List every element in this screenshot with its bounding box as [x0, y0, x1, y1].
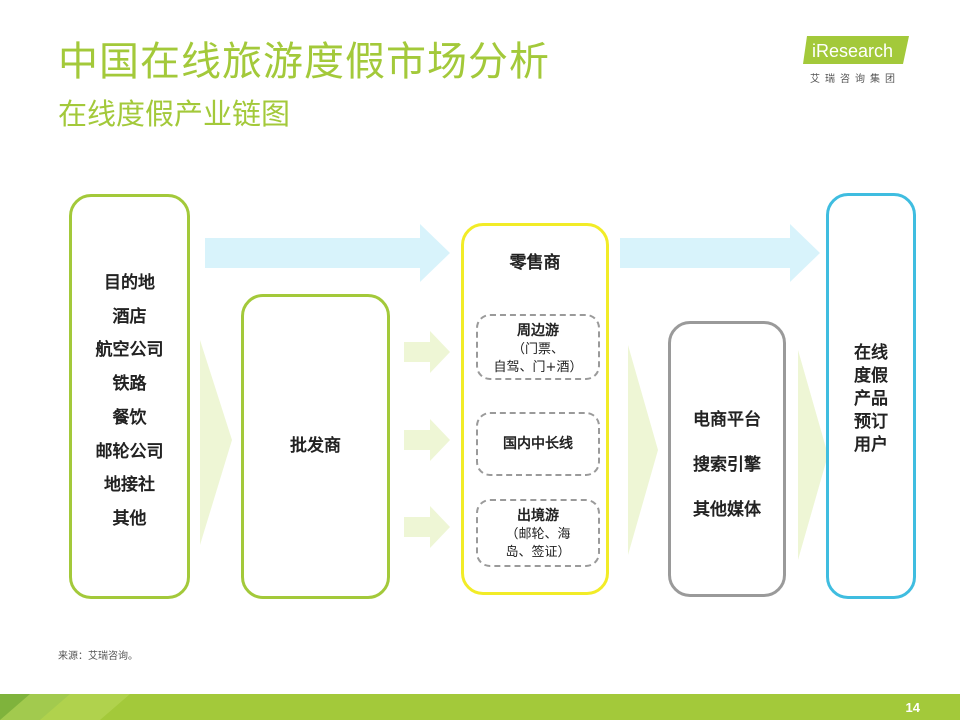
channel-item: 电商平台 — [693, 410, 761, 430]
retailer-item-note: 岛、签证） — [505, 545, 571, 560]
retailer-item-title: 周边游 — [517, 323, 559, 339]
retailer-title: 零售商 — [509, 253, 561, 273]
supplier-item: 餐饮 — [112, 407, 147, 428]
retailer-item-title: 出境游 — [517, 508, 559, 524]
channels-list: 电商平台 搜索引擎 其他媒体 — [671, 398, 783, 533]
chevron-1 — [200, 340, 232, 545]
retailer-item-note: （门票、 — [511, 342, 564, 357]
top-arrow-left — [205, 224, 450, 282]
suppliers-box: 目的地 酒店 航空公司 铁路 餐饮 邮轮公司 地接社 其他 — [69, 194, 190, 599]
suppliers-list: 目的地 酒店 航空公司 铁路 餐饮 邮轮公司 地接社 其他 — [72, 267, 187, 537]
footer-bar — [0, 694, 960, 720]
channel-item: 搜索引擎 — [693, 455, 761, 475]
channel-item: 其他媒体 — [693, 500, 761, 520]
supplier-item: 铁路 — [112, 374, 147, 395]
users-label-line: 预订 — [854, 412, 888, 432]
retailer-item-title: 国内中长线 — [503, 436, 573, 452]
retailer-item-note: 自驾、门+酒） — [493, 360, 583, 375]
users-label-line: 在线 — [854, 343, 888, 363]
iresearch-logo — [803, 36, 909, 64]
page-subtitle: 在线度假产业链图 — [58, 97, 291, 131]
users-box: 在线 度假 产品 预订 用户 — [826, 193, 916, 599]
small-arrow-2 — [404, 419, 450, 461]
users-label-line: 用户 — [854, 435, 888, 455]
source-note: 来源：艾瑞咨询。 — [58, 651, 138, 662]
retailer-item-domestic: 国内中长线 — [476, 412, 600, 476]
users-label-line: 产品 — [854, 389, 888, 409]
supplier-item: 航空公司 — [95, 340, 164, 361]
channels-box: 电商平台 搜索引擎 其他媒体 — [668, 321, 786, 597]
page-title: 中国在线旅游度假市场分析 — [58, 39, 550, 85]
wholesaler-box: 批发商 — [241, 294, 390, 599]
small-arrow-3 — [404, 506, 450, 548]
page-number: 14 — [905, 700, 920, 715]
retailer-item-nearby: 周边游 （门票、 自驾、门+酒） — [476, 314, 600, 380]
logo-sub: 艾瑞咨询集团 — [810, 74, 900, 85]
retailer-item-note: （邮轮、海 — [505, 527, 571, 542]
supplier-item: 酒店 — [112, 306, 147, 327]
retailer-item-outbound: 出境游 （邮轮、海 岛、签证） — [476, 499, 600, 567]
supplier-item: 邮轮公司 — [95, 441, 164, 462]
supplier-item: 地接社 — [104, 475, 155, 496]
small-arrow-1 — [404, 331, 450, 373]
chevron-2 — [628, 345, 658, 555]
users-label-line: 度假 — [854, 366, 888, 386]
logo-brand: iResearch — [812, 41, 894, 61]
chevron-3 — [798, 350, 828, 560]
retailer-box: 零售商 周边游 （门票、 自驾、门+酒） 国内中长线 出境游 （邮轮、海 岛、签… — [461, 223, 609, 595]
wholesaler-label: 批发商 — [290, 436, 341, 456]
top-arrow-right — [620, 224, 820, 282]
users-label: 在线 度假 产品 预订 用户 — [829, 342, 913, 457]
supplier-item: 其他 — [112, 508, 147, 529]
supplier-item: 目的地 — [104, 273, 155, 293]
